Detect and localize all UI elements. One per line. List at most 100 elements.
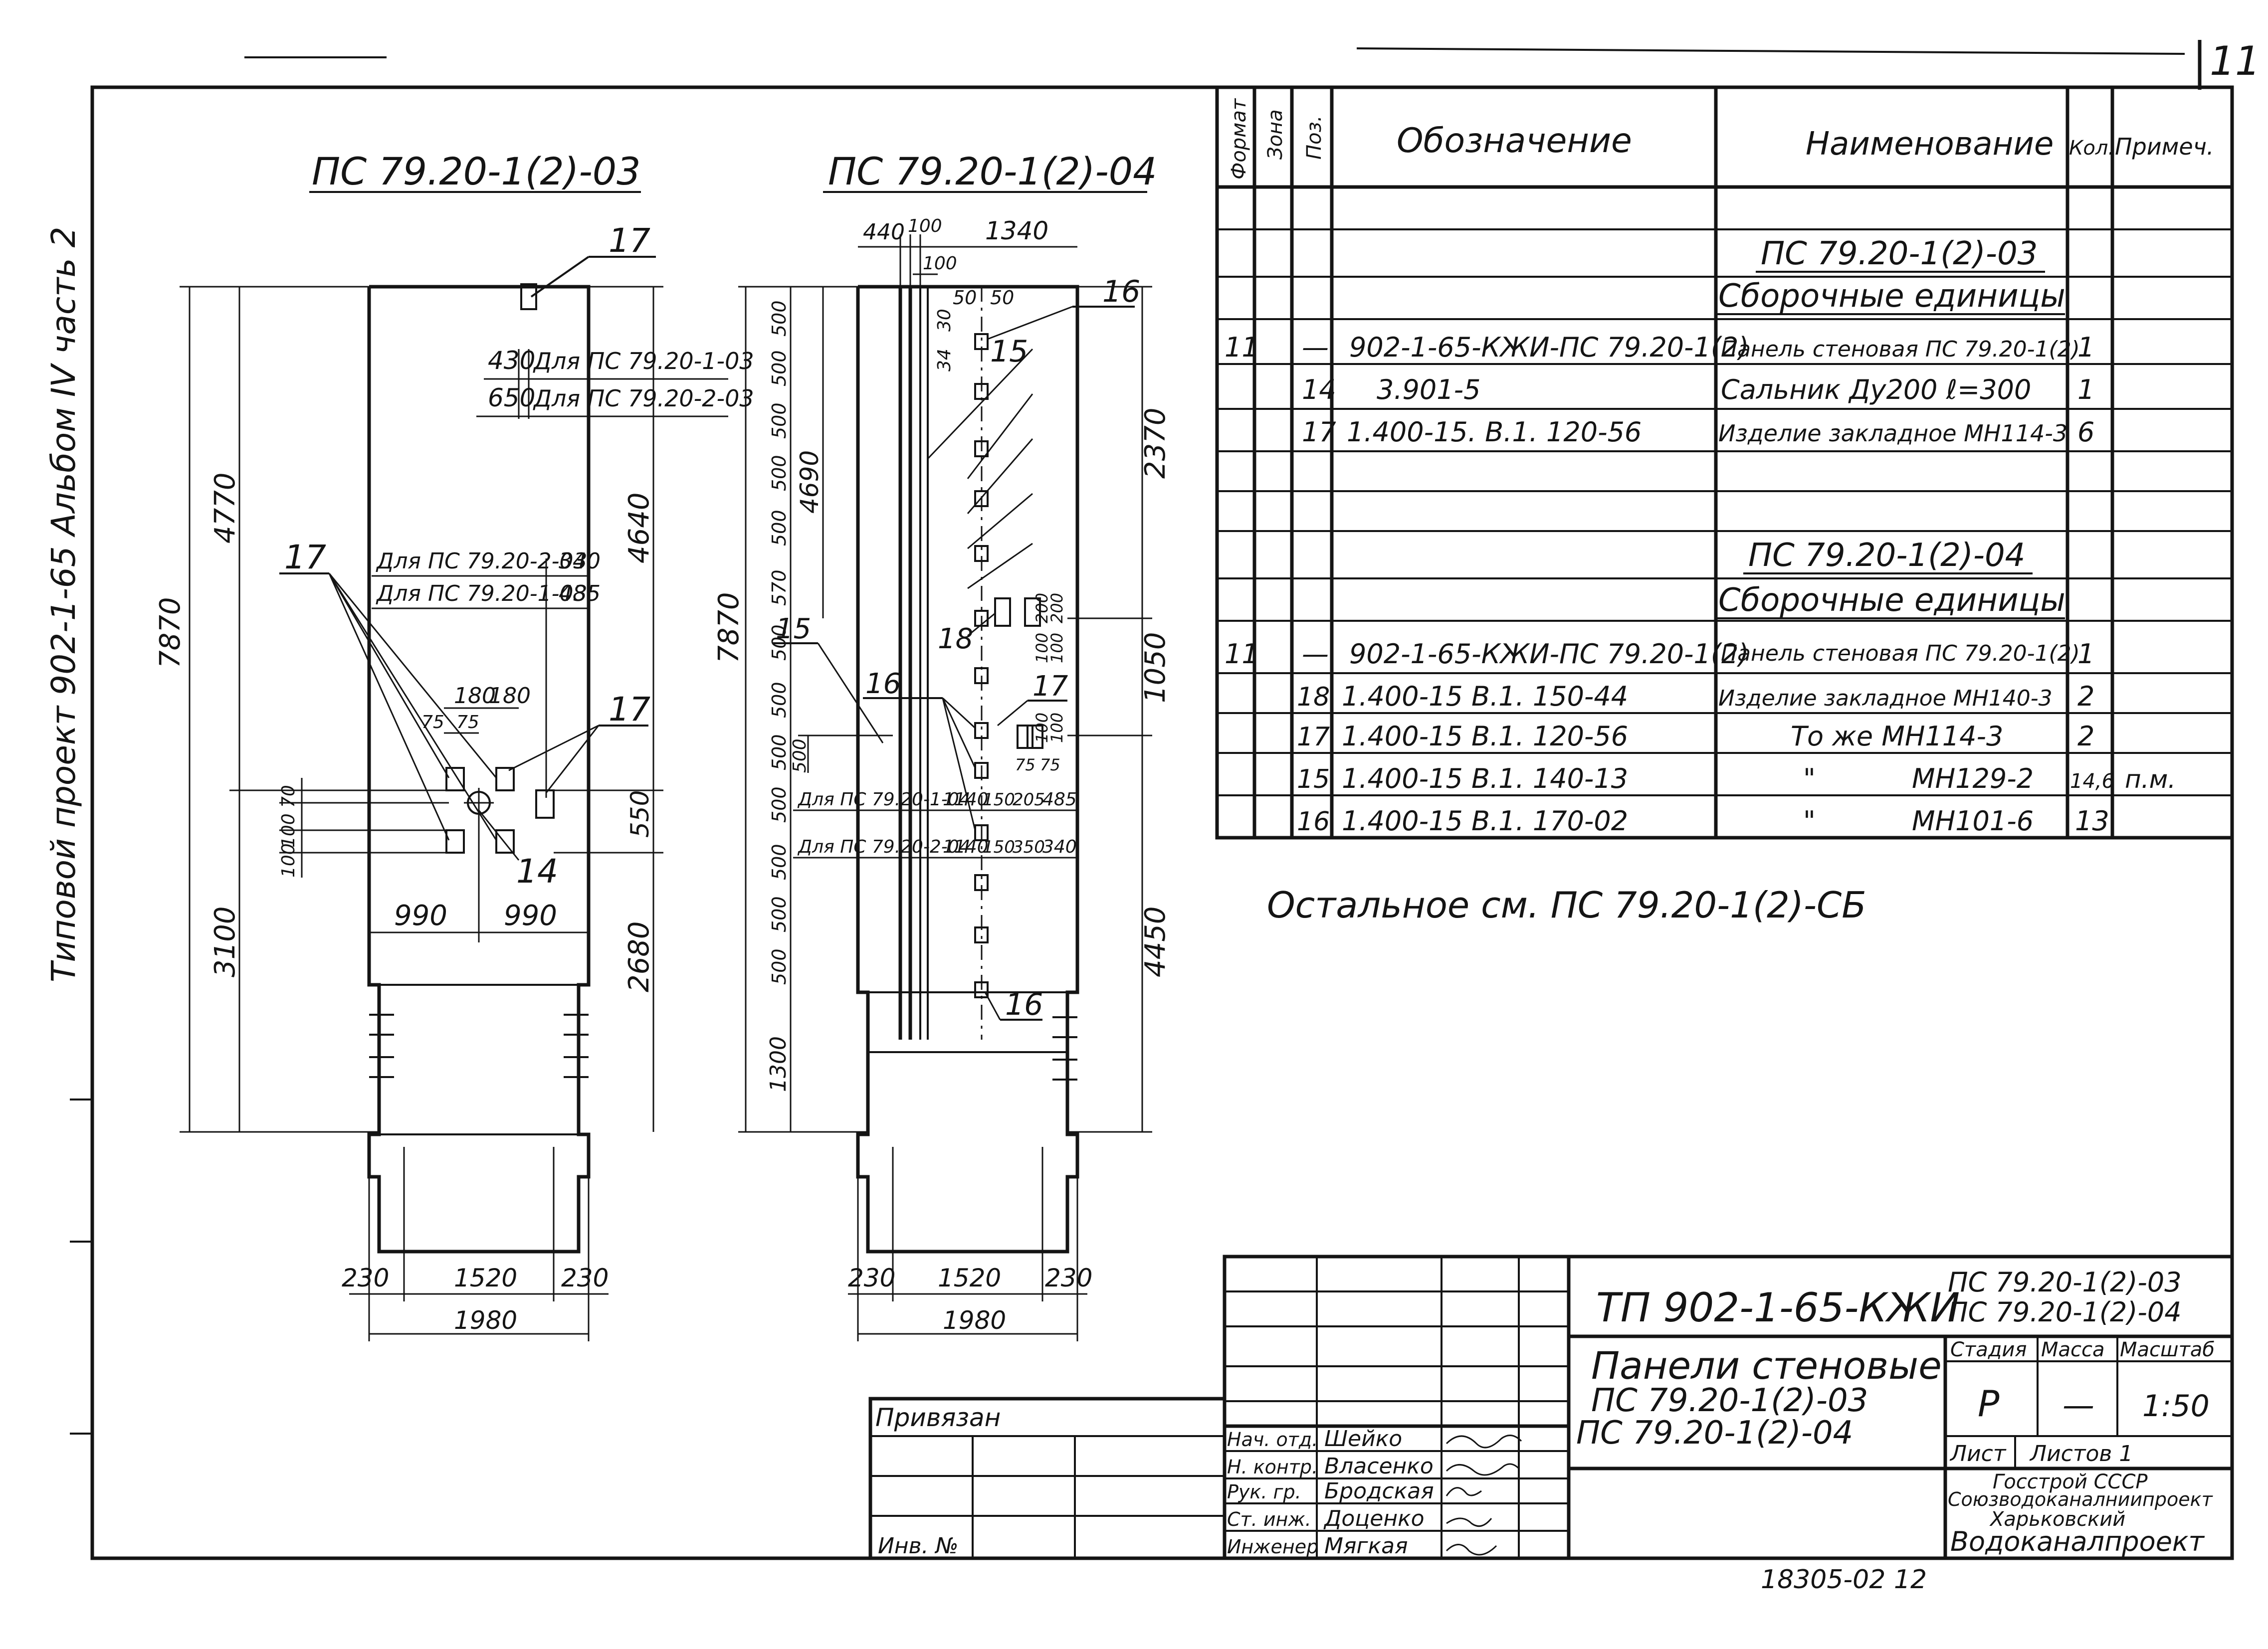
footer-code: 18305-02 12	[1761, 1565, 1927, 1595]
header-qty: Кол.	[2069, 137, 2114, 160]
stack-dim: 570	[768, 569, 790, 606]
leader	[942, 698, 976, 768]
header-zone: Зона	[1264, 109, 1287, 160]
panel-04-note-label: Для ПС 79.20-2-04	[797, 837, 971, 857]
role: Инженер	[1227, 1536, 1318, 1558]
leader	[328, 573, 450, 778]
role-name: Бродская	[1324, 1478, 1434, 1504]
stack-dim: 500	[768, 402, 790, 439]
panel-03-note-label: Для ПС 79.20-1-03	[376, 581, 587, 606]
header-note: Примеч.	[2115, 133, 2214, 160]
callout-17-top: 17	[609, 221, 650, 260]
panel-04-note-val: 350	[1013, 837, 1045, 857]
row-format: 11	[1225, 332, 1259, 363]
embedded-part-17	[495, 767, 515, 791]
dim-1050: 1050	[1139, 632, 1172, 703]
dim-1300: 1300	[766, 1036, 791, 1092]
role: Н. контр.	[1227, 1456, 1318, 1478]
header-name: Наименование	[1806, 126, 2054, 163]
signature	[1446, 1517, 1492, 1527]
role: Нач. отд.	[1227, 1429, 1318, 1451]
callout-18: 18	[938, 623, 973, 655]
doc-code: ТП 902-1-65-КЖИ	[1596, 1284, 1960, 1331]
row-designation: 1.400-15 В.1. 120-56	[1342, 721, 1628, 752]
dim-440: 440	[863, 219, 905, 245]
role-name: Доценко	[1323, 1506, 1425, 1531]
callout-16-bottom: 16	[1005, 987, 1043, 1022]
row-pos: —	[1302, 638, 1329, 670]
dim-100-2: 100	[923, 253, 957, 274]
org-line1: Госстрой СССР	[1993, 1470, 2148, 1493]
callout-17-left: 17	[284, 538, 326, 576]
callout-17-right: 17	[609, 690, 650, 729]
leader	[967, 543, 1033, 589]
leader	[328, 573, 450, 841]
panel-03-title: ПС 79.20-1(2)-03	[312, 149, 641, 193]
leader	[817, 643, 884, 743]
leader	[508, 725, 599, 771]
embedded-part-17	[445, 767, 465, 791]
dim-7870: 7870	[154, 597, 187, 668]
stack-dim: 500	[768, 734, 790, 770]
row-name: Панель стеновая ПС 79.20-1(2)	[1721, 337, 2080, 362]
role-name: Шейко	[1324, 1426, 1402, 1452]
row-pos: 15	[1297, 764, 1330, 794]
row-pos: 16	[1297, 807, 1330, 837]
row-designation: 1.400-15 В.1. 170-02	[1342, 805, 1628, 837]
sheet-label: Лист	[1949, 1441, 2007, 1466]
panel-04-note-val: 340	[1042, 837, 1077, 857]
row-designation: 3.901-5	[1377, 374, 1480, 405]
dim-50: 50	[953, 287, 977, 309]
embedded-part-17	[1027, 725, 1043, 749]
dim-small: 100	[1032, 633, 1051, 663]
callout-16-mid: 16	[865, 668, 901, 700]
embedded-part-17-right	[535, 789, 555, 819]
dim-1520: 1520	[454, 1264, 517, 1292]
panel-03-note-label: Для ПС 79.20-2-03	[376, 549, 587, 574]
row-designation: 1.400-15 В.1. 140-13	[1342, 763, 1628, 794]
row-name: Изделие закладное МН114-3	[1718, 420, 2067, 447]
stack-dim: 500	[768, 786, 790, 823]
row-pos: 17	[1297, 722, 1330, 752]
row-qty: 6	[2077, 416, 2094, 448]
title-block: Привязан Инв. № Нач. отд. Шейко Н. контр…	[868, 1255, 2234, 1560]
dim-small: 200	[1032, 593, 1051, 623]
panel-04-note-val: 1140	[943, 789, 989, 810]
callout-15-top: 15	[990, 334, 1028, 369]
section-title: ПС 79.20-1(2)-04	[1748, 537, 2025, 574]
row-pos: 18	[1297, 682, 1330, 712]
row-name: Изделие закладное МН140-3	[1718, 686, 2053, 711]
dim-small: 100	[1032, 713, 1051, 743]
header-format: Формат	[1228, 98, 1250, 180]
section-title: ПС 79.20-1(2)-03	[1761, 235, 2038, 272]
doc-sub1: ПС 79.20-1(2)-03	[1948, 1267, 2182, 1298]
org-line4: Водоканалпроект	[1950, 1526, 2205, 1557]
leader	[967, 438, 1033, 514]
dim-180: 180	[454, 683, 496, 709]
dim-230-left-04: 230	[848, 1264, 895, 1292]
ditto-mark: "	[1803, 805, 1816, 837]
panel-03-note-label: Для ПС 79.20-2-03	[533, 385, 754, 412]
role-name: Мягкая	[1324, 1533, 1408, 1559]
name-line1: Панели стеновые	[1591, 1343, 1942, 1388]
row-note: п.м.	[2125, 765, 2176, 794]
stack-dim: 500	[768, 844, 790, 880]
panel-04-note-val: 150	[983, 790, 1015, 810]
dim-small: 100	[1047, 633, 1066, 663]
scale-value: 1:50	[2142, 1389, 2210, 1424]
leader	[328, 573, 497, 841]
sheet-number: 11	[2210, 38, 2261, 84]
dim-990-right: 990	[504, 900, 557, 932]
dim-small: 75	[1015, 755, 1035, 774]
callout-15-left: 15	[776, 613, 811, 645]
dim-180: 180	[489, 683, 531, 709]
panel-03-ribs-left	[369, 1014, 394, 1078]
dim-4450: 4450	[1139, 906, 1172, 977]
stack-dim: 500	[768, 350, 790, 386]
panel-04-drawing: ПС 79.20-1(2)-04	[713, 149, 1172, 1341]
row-qty: 1	[2077, 638, 2094, 670]
dim-550: 550	[625, 790, 654, 838]
role-name: Власенко	[1324, 1454, 1434, 1479]
attached-label: Привязан	[875, 1403, 1001, 1432]
leader	[478, 810, 520, 861]
